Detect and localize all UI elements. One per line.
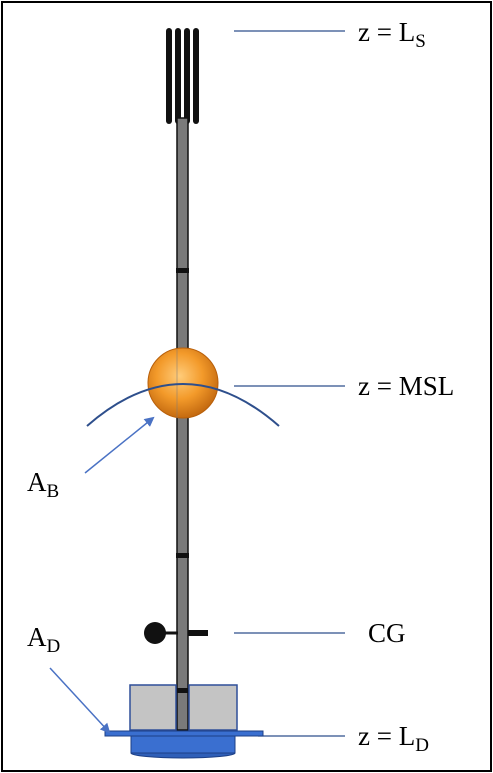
surface-level-label: z = LS: [358, 17, 426, 52]
spar-pole: [176, 117, 189, 731]
drag-area-label: AD: [27, 622, 61, 657]
drag-area-arrow: [49, 667, 111, 734]
antenna-icon: [166, 28, 199, 124]
buoy-area-arrow: [84, 416, 155, 474]
msl-level-label: z = MSL: [358, 371, 455, 401]
drag-plate: [104, 730, 264, 759]
water-surface-curve: [86, 383, 280, 427]
drag-level-label: z = LD: [358, 721, 429, 756]
cg-marker: [144, 622, 208, 644]
ballast-blocks: [129, 684, 238, 731]
buoy-area-label: AB: [27, 467, 60, 502]
cg-label: CG: [368, 618, 406, 648]
